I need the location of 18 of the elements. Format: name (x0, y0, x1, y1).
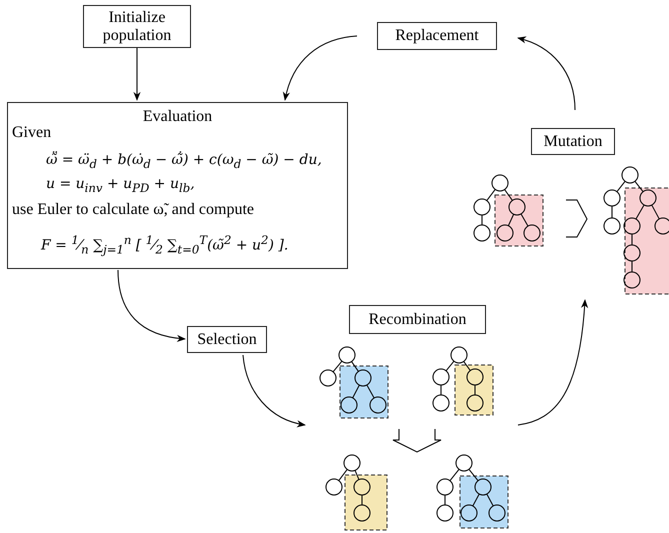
process-box: Recombination (349, 305, 486, 334)
process-box (7, 102, 348, 269)
arrow (518, 299, 588, 426)
arrow (283, 36, 358, 101)
box-title: Evaluation (142, 108, 214, 126)
process-box: Mutation (531, 128, 615, 155)
body-text: use Euler to calculate ω̃, and compute (12, 201, 254, 219)
formula: ω̃̈ = ω̈$_{d}$ + b(ω̇$_{d}$ − ω̃̇) + c(ω$_{d}$ − ω̃) − du, (46, 151, 322, 173)
process-box: Initialize population (83, 5, 191, 48)
arrow (118, 270, 186, 342)
process-box: Selection (187, 326, 267, 353)
formula: F = $^{1}$⁄$_{n}$ ∑$_{j=1}$$^{n}$ [ $^{1}$⁄$_{2}$ ∑$_{t=0}$$^{T}$(ω̃$^{2}$ + u$^{2}$) ]. (41, 232, 288, 258)
arrow (517, 36, 576, 110)
process-box: Replacement (377, 22, 497, 50)
body-text: Given (12, 124, 52, 142)
formula: u = u$_{inv}$ + u$_{PD}$ + u$_{lb}$, (46, 175, 195, 197)
arrow (242, 354, 306, 427)
arrow (133, 48, 141, 101)
